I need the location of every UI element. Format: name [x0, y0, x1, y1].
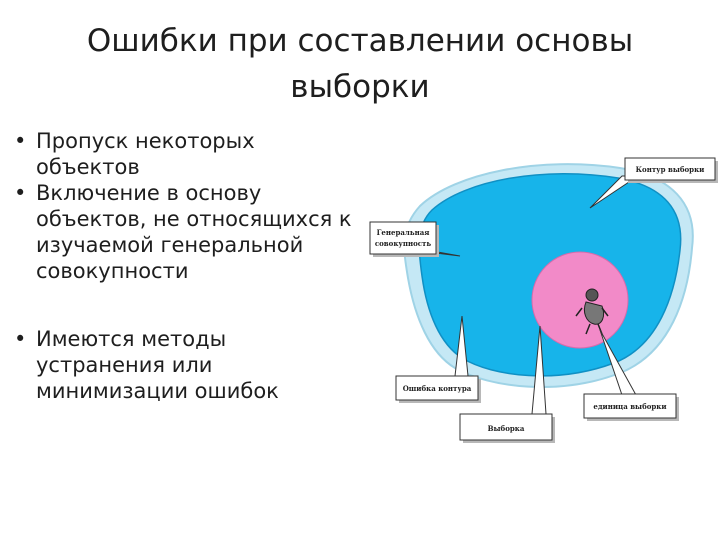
slide-title-line2: выборки: [290, 69, 430, 105]
bullet-item: Имеются методы устранения или минимизаци…: [10, 326, 360, 404]
callout-population-text-1: Генеральная: [377, 228, 430, 237]
slide-title-line1: Ошибки при составлении основы: [86, 23, 634, 59]
callout-population-text-2: совокупность: [375, 239, 432, 248]
callout-frame-text: Контур выборки: [636, 165, 705, 174]
slide-title: Ошибки при составлении основы выборки: [40, 18, 680, 110]
callout-frame-error: Ошибка контура: [395, 315, 481, 403]
sampling-unit-figure: [575, 288, 609, 335]
bullet-list: Пропуск некоторых объектов Включение в о…: [10, 128, 360, 404]
callout-frame-error-text: Ошибка контура: [403, 384, 472, 393]
callout-sampling-unit-text: единица выборки: [593, 402, 666, 411]
callout-sampling-unit: единица выборки: [583, 329, 679, 421]
sampling-frame-diagram: Контур выборки Генеральная совокупность …: [369, 157, 718, 443]
bullet-item: Пропуск некоторых объектов: [10, 128, 360, 180]
sample-circle: [531, 251, 629, 349]
callout-sample: Выборка: [459, 325, 555, 443]
bullet-item: Включение в основу объектов, не относящи…: [10, 180, 360, 284]
callout-sample-text: Выборка: [488, 424, 525, 433]
callout-population: Генеральная совокупность: [369, 221, 461, 257]
callout-frame: Контур выборки: [589, 157, 718, 209]
